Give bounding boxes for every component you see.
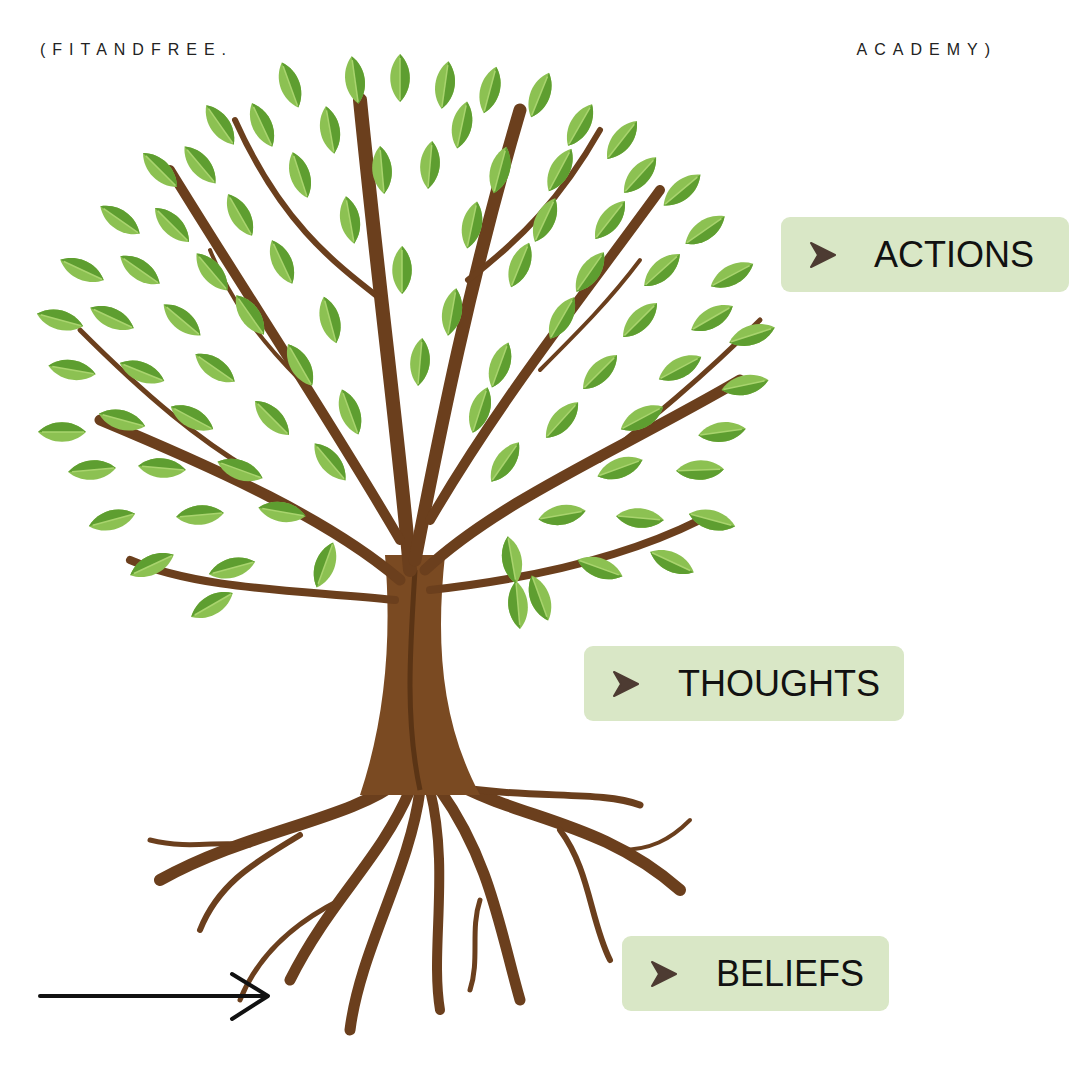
pointer-arrow (40, 974, 268, 1019)
chevron-icon (612, 671, 640, 697)
tree-trunk (360, 555, 480, 795)
box-label: THOUGHTS (678, 666, 880, 702)
chevron-icon (650, 961, 678, 987)
label-box: THOUGHTS (584, 646, 904, 721)
trunk-shade (410, 570, 420, 790)
box-label: ACTIONS (874, 237, 1034, 273)
branches (80, 100, 760, 600)
leaves (34, 54, 778, 630)
brand-text: (FITANDFREE. (40, 40, 233, 59)
brand-text: ACADEMY) (857, 40, 997, 59)
label-box: ACTIONS (781, 217, 1069, 292)
label-box: BELIEFS (622, 936, 889, 1011)
chevron-icon (809, 242, 837, 268)
box-label: BELIEFS (716, 956, 864, 992)
roots (150, 780, 690, 1030)
